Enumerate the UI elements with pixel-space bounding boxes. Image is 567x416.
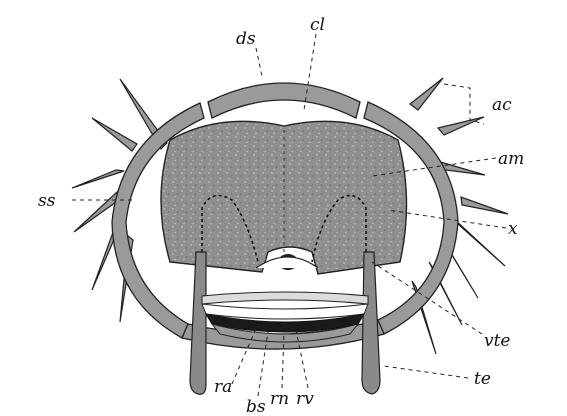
label-rn: rn: [270, 389, 289, 409]
label-cl: cl: [310, 15, 325, 35]
label-rv: rv: [296, 389, 314, 409]
label-ss: ss: [38, 191, 56, 211]
label-te: te: [474, 369, 491, 389]
label-bs: bs: [246, 397, 266, 416]
label-am: am: [498, 149, 524, 169]
label-vte: vte: [484, 331, 511, 351]
label-ds: ds: [236, 29, 256, 49]
label-ac: ac: [492, 95, 512, 115]
label-ra: ra: [214, 377, 232, 397]
label-x: x: [508, 219, 518, 239]
